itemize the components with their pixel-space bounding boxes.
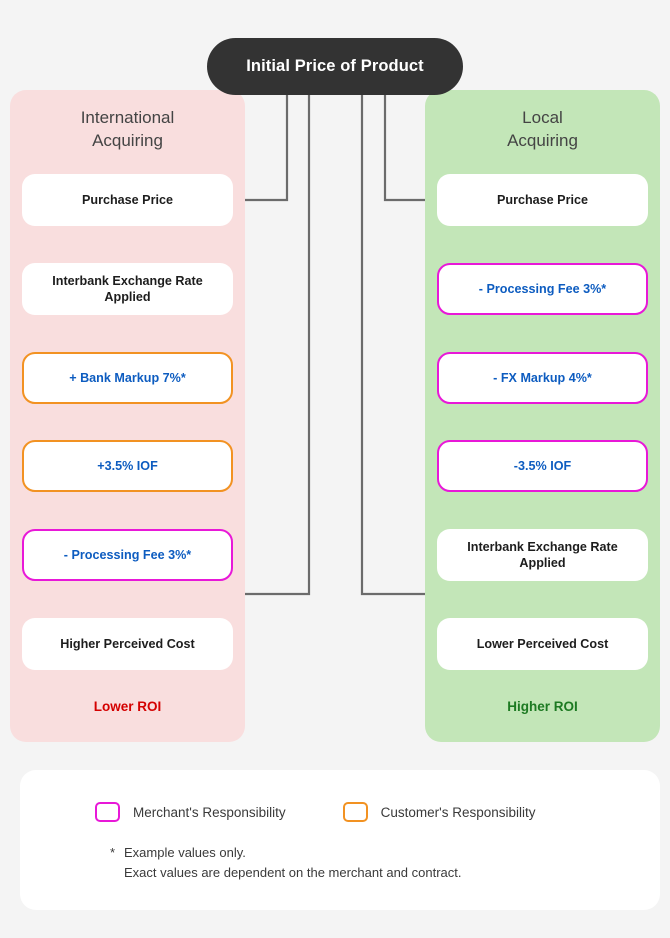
step-box-left-perceived-cost[interactable]: Higher Perceived Cost — [22, 618, 233, 670]
step-label: Higher Perceived Cost — [60, 636, 195, 651]
footnote-text: Example values only. Exact values are de… — [124, 843, 462, 882]
footnote-line1: Example values only. — [124, 845, 246, 860]
step-box-left-purchase-price[interactable]: Purchase Price — [22, 174, 233, 226]
step-label: -3.5% IOF — [513, 458, 572, 473]
column-title-line1: Local — [522, 108, 563, 127]
legend-card: Merchant's Responsibility Customer's Res… — [20, 770, 660, 910]
step-box-left-interbank-rate[interactable]: Interbank Exchange Rate Applied — [22, 263, 233, 315]
legend-row: Merchant's Responsibility Customer's Res… — [20, 802, 660, 822]
column-title-line2: Acquiring — [507, 131, 578, 151]
legend-footnote: * Example values only. Exact values are … — [110, 843, 462, 882]
step-label: Interbank Exchange Rate Applied — [52, 273, 203, 304]
merchant-swatch-icon — [95, 802, 120, 822]
connector-top-to-right-purchase — [383, 95, 443, 202]
step-box-left-bank-markup[interactable]: + Bank Markup 7%* — [22, 352, 233, 404]
legend-item-merchant[interactable]: Merchant's Responsibility — [95, 802, 286, 822]
legend-label-merchant: Merchant's Responsibility — [133, 804, 286, 820]
footnote-line2: Exact values are dependent on the mercha… — [124, 864, 462, 880]
step-label: Purchase Price — [81, 192, 173, 207]
initial-price-label: Initial Price of Product — [246, 57, 424, 75]
step-label: - Processing Fee 3%* — [478, 281, 607, 296]
step-label: - FX Markup 4%* — [493, 370, 592, 385]
customer-swatch-icon — [342, 802, 368, 822]
column-title-international: International Acquiring — [10, 106, 245, 153]
column-title-local: Local Acquiring — [425, 106, 660, 153]
step-box-right-fx-markup[interactable]: - FX Markup 4%* — [437, 352, 648, 404]
column-title-line2: Acquiring — [92, 131, 163, 151]
roi-label-left: Lower ROI — [93, 699, 162, 714]
roi-label-right: Higher ROI — [507, 699, 578, 714]
step-label: + Bank Markup 7%* — [69, 370, 186, 385]
step-label: +3.5% IOF — [97, 458, 158, 473]
footnote-asterisk-icon: * — [110, 845, 116, 860]
step-box-right-interbank-rate[interactable]: Interbank Exchange Rate Applied — [437, 529, 648, 581]
step-box-right-purchase-price[interactable]: Purchase Price — [437, 174, 648, 226]
column-international-acquiring: International Acquiring Purchase Price I… — [10, 90, 245, 742]
column-title-line1: International — [80, 108, 175, 127]
step-label: Interbank Exchange Rate Applied — [467, 539, 618, 570]
step-box-left-iof[interactable]: +3.5% IOF — [22, 440, 233, 492]
step-label: - Processing Fee 3%* — [63, 547, 192, 562]
step-box-right-processing-fee[interactable]: - Processing Fee 3%* — [437, 263, 648, 315]
connector-top-to-left-purchase — [228, 95, 289, 202]
step-box-right-perceived-cost[interactable]: Lower Perceived Cost — [437, 618, 648, 670]
initial-price-node[interactable]: Initial Price of Product — [207, 38, 463, 95]
legend-label-customer: Customer's Responsibility — [380, 804, 536, 820]
legend-item-customer[interactable]: Customer's Responsibility — [342, 802, 536, 822]
step-box-left-processing-fee[interactable]: - Processing Fee 3%* — [22, 529, 233, 581]
step-label: Lower Perceived Cost — [476, 636, 609, 651]
column-local-acquiring: Local Acquiring Purchase Price - Process… — [425, 90, 660, 742]
step-box-right-iof[interactable]: -3.5% IOF — [437, 440, 648, 492]
step-label: Purchase Price — [496, 192, 588, 207]
